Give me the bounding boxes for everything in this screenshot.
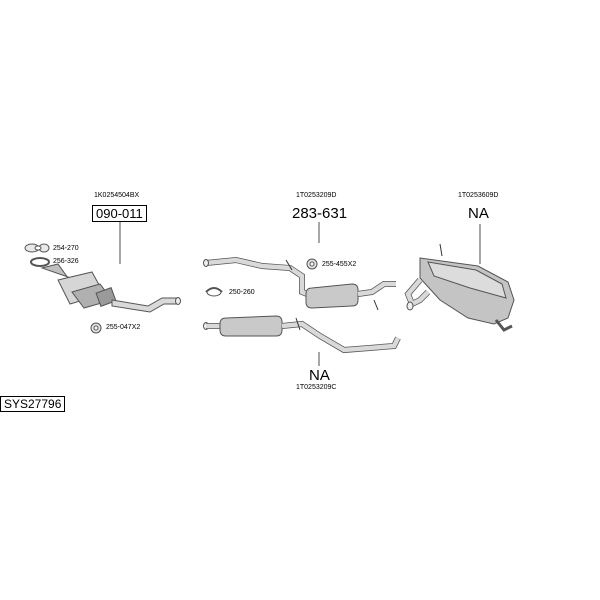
oem-code-label: 1K0254504BX: [94, 192, 140, 199]
gasket-256-326: [30, 257, 50, 267]
centre-pipe-part: [203, 315, 401, 354]
gasket-254-270: [24, 243, 50, 253]
part-number-label: 283-631: [292, 205, 348, 222]
accessory-label: 250-260: [229, 289, 255, 296]
accessory-label: 256-326: [53, 258, 79, 265]
hanger-255-047: [90, 322, 102, 334]
accessory-label: 255-047X2: [106, 324, 141, 331]
part-number-label: 090-011: [92, 205, 147, 222]
accessory-label: 254-270: [53, 245, 79, 252]
system-code-label: SYS27796: [0, 396, 66, 412]
rear-silencer-part: [404, 243, 515, 332]
hanger-255-455: [306, 258, 318, 270]
oem-code-label: 1T0253209D: [296, 192, 337, 199]
accessory-label: 255-455X2: [322, 261, 357, 268]
leader-lines: [119, 222, 481, 366]
part-number-label: NA: [309, 367, 330, 384]
catalytic-converter-part: [40, 263, 181, 313]
intermediate-pipe-part: [203, 256, 396, 311]
oem-code-label: 1T0253209C: [296, 384, 337, 391]
oem-code-label: 1T0253609D: [458, 192, 499, 199]
part-number-label: NA: [468, 205, 489, 222]
clamp-250-260: [205, 287, 223, 297]
